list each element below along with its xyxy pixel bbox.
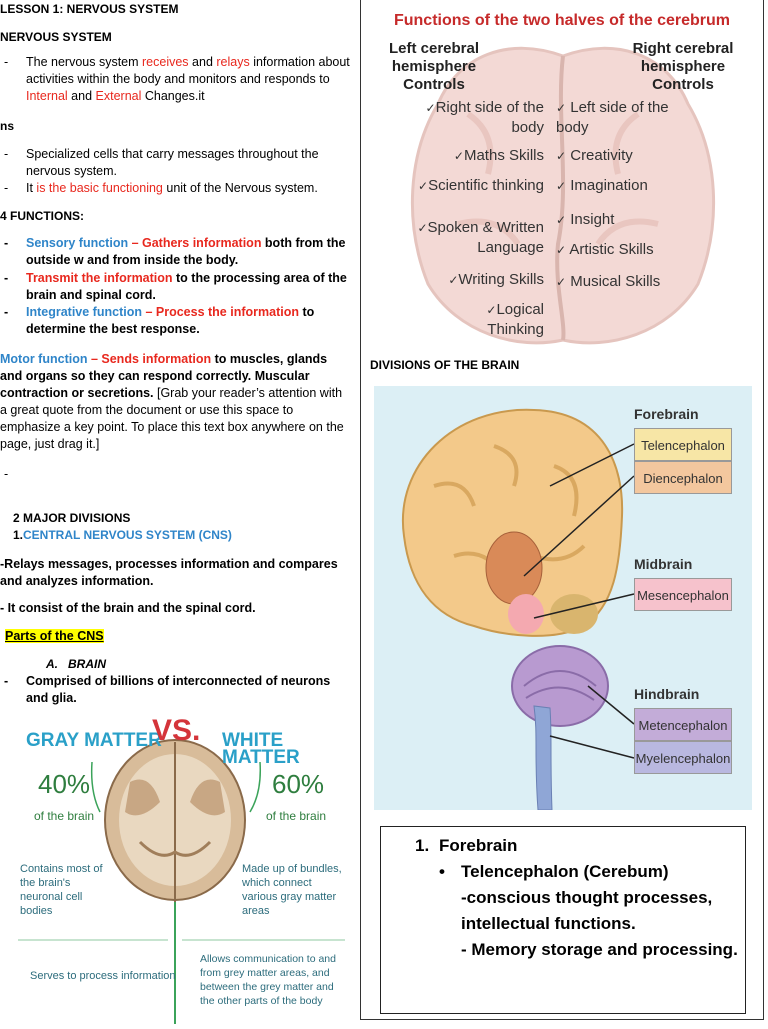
forebrain-notes-box: 1. Forebrain • Telencephalon (Cerebum) -… <box>380 826 746 1014</box>
metencephalon-label: Metencephalon <box>634 708 732 741</box>
gray-white-matter-infographic: GRAY MATTER VS. WHITE MATTER 40% of the … <box>0 712 352 1024</box>
hindbrain-heading: Hindbrain <box>634 686 700 702</box>
right-item-6: ✓ Musical Skills <box>556 273 661 290</box>
hemispheres-title: Functions of the two halves of the cereb… <box>393 12 731 29</box>
section-title: NERVOUS SYSTEM <box>0 30 112 44</box>
cns-relays: -Relays messages, processes information … <box>0 557 338 588</box>
bullet-nervous-system: - The nervous system receives and relays… <box>4 55 350 103</box>
gray-process: Serves to process information <box>30 970 176 982</box>
white-communication: Allows communication to and from grey ma… <box>200 953 336 1007</box>
left-column: LESSON 1: NERVOUS SYSTEM NERVOUS SYSTEM … <box>0 0 352 1024</box>
left-item-3: ✓Scientific thinking <box>418 177 544 194</box>
left-item-5: ✓Writing Skills <box>448 271 544 288</box>
function-transmit: - Transmit the information to the proces… <box>4 271 347 302</box>
telencephalon-label: Telencephalon <box>634 428 732 461</box>
white-percent-sub: of the brain <box>266 809 327 823</box>
function-integrative: - Integrative function – Process the inf… <box>4 305 315 336</box>
white-description: Made up of bundles, which connect variou… <box>242 863 342 917</box>
left-item-2: ✓Maths Skills <box>453 147 544 164</box>
right-item-1: ✓ Left side of the body <box>556 99 669 136</box>
left-item-4: ✓Spoken & Written Language <box>417 219 544 256</box>
myelencephalon-label: Myelencephalon <box>634 741 732 774</box>
brain-label: A. BRAIN <box>46 657 106 671</box>
cns-consists: - It consist of the brain and the spinal… <box>0 601 256 615</box>
gray-description: Contains most of the brain's neuronal ce… <box>20 863 103 917</box>
divisions-title: DIVISIONS OF THE BRAIN <box>370 358 520 372</box>
gray-percent: 40% <box>38 769 91 799</box>
notes-telencephalon: Telencephalon (Cerebum) <box>461 862 669 881</box>
motor-function-paragraph: Motor function – Sends information to mu… <box>0 352 344 451</box>
midbrain-heading: Midbrain <box>634 556 693 572</box>
notes-line-2: - Memory storage and processing. <box>461 940 738 959</box>
brain-divisions-illustration <box>401 408 635 810</box>
white-percent: 60% <box>272 769 325 799</box>
cns-heading: 1.CENTRAL NERVOUS SYSTEM (CNS) <box>13 528 232 542</box>
notes-number: 1. <box>415 836 430 855</box>
bullet-basic-unit: - It is the basic functioning unit of th… <box>4 181 318 195</box>
left-hemisphere-header: Left cerebral hemisphere Controls <box>388 40 480 93</box>
mesencephalon-label: Mesencephalon <box>634 578 732 611</box>
ns-heading: ns <box>0 119 15 133</box>
white-matter-title: WHITE MATTER <box>222 730 300 768</box>
diencephalon-label: Diencephalon <box>634 461 732 494</box>
bullet-specialized-cells: - Specialized cells that carry messages … <box>4 147 319 178</box>
right-item-5: ✓ Artistic Skills <box>556 241 654 258</box>
brain-divisions-figure: Forebrain Telencephalon Diencephalon Mid… <box>374 386 752 810</box>
right-item-3: ✓ Imagination <box>556 177 648 194</box>
forebrain-heading: Forebrain <box>634 406 699 422</box>
left-item-1: ✓Right side of the body <box>425 99 544 136</box>
functions-heading: 4 FUNCTIONS: <box>0 209 84 223</box>
right-item-4: ✓ Insight <box>556 211 615 228</box>
function-sensory: - Sensory function – Gathers information… <box>4 236 346 267</box>
lesson-title: LESSON 1: NERVOUS SYSTEM <box>0 2 179 16</box>
major-divisions-heading: 2 MAJOR DIVISIONS <box>13 511 131 525</box>
right-hemisphere-header: Right cerebral hemisphere Controls <box>632 40 734 93</box>
gray-white-matter-figure <box>18 739 345 1024</box>
vs-text: VS. <box>152 714 201 747</box>
parts-of-cns-heading: Parts of the CNS <box>5 629 104 643</box>
right-column-border <box>360 0 764 1020</box>
right-column: Functions of the two halves of the cereb… <box>358 0 768 1024</box>
brain-bullet: - Comprised of billions of interconnecte… <box>4 674 331 705</box>
gray-percent-sub: of the brain <box>34 809 95 823</box>
gray-matter-title: GRAY MATTER <box>26 730 162 751</box>
notes-bullet: • <box>439 862 445 881</box>
left-item-6: ✓Logical Thinking <box>486 301 544 338</box>
notes-forebrain: Forebrain <box>439 836 518 855</box>
right-item-2: ✓ Creativity <box>556 147 633 164</box>
cerebrum-illustration <box>410 46 716 345</box>
notes-line-1: -conscious thought processes, intellectu… <box>461 888 713 933</box>
empty-dash: - <box>4 467 9 481</box>
